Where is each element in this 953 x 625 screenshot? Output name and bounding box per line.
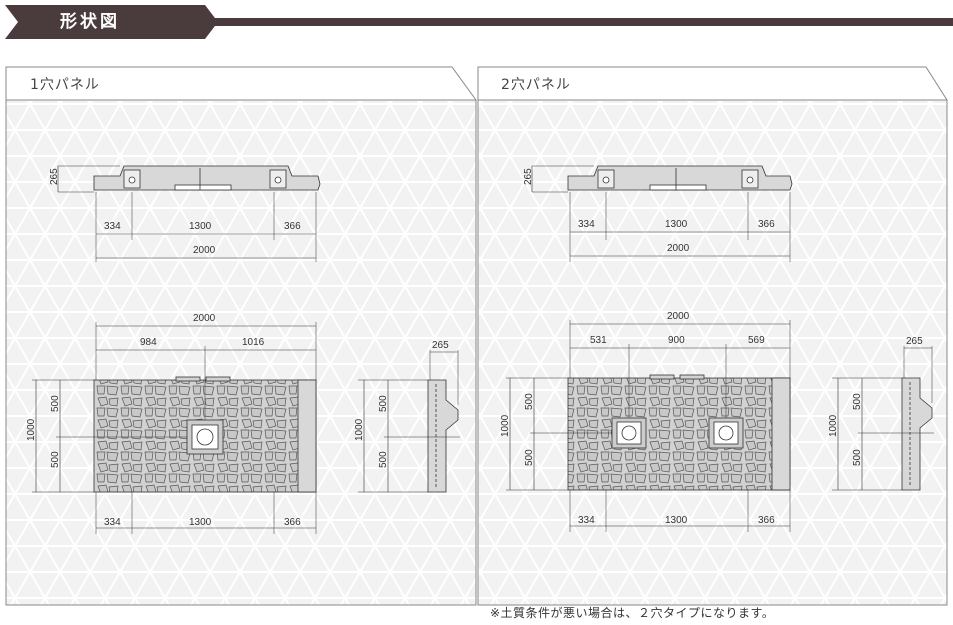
plan-view-2hole	[506, 320, 791, 532]
plan-top-label: 500	[524, 393, 535, 410]
plan-right-label: 569	[748, 335, 765, 346]
plan-bottom-label: 500	[524, 449, 535, 466]
end-top-label: 500	[852, 393, 863, 410]
plan-b-right-label: 366	[284, 517, 301, 528]
plan-b-left-label: 334	[578, 515, 595, 526]
side-height-label: 265	[49, 168, 60, 185]
plan-left-label: 984	[140, 337, 157, 348]
end-height-label: 1000	[828, 414, 839, 437]
side-right-label: 366	[758, 219, 775, 230]
plan-view-1hole	[32, 322, 317, 534]
plan-left-label: 531	[590, 335, 607, 346]
side-left-label: 334	[104, 221, 121, 232]
end-bottom-label: 500	[378, 451, 389, 468]
plan-b-middle-label: 1300	[665, 515, 688, 526]
footnote: ※土質条件が悪い場合は、２穴タイプになります。	[490, 606, 775, 620]
plan-total-label: 2000	[667, 311, 690, 322]
end-width-label: 265	[906, 336, 923, 347]
side-total-label: 2000	[667, 243, 690, 254]
plan-b-left-label: 334	[104, 517, 121, 528]
plan-top-label: 500	[50, 395, 61, 412]
section-title: 形状図	[60, 12, 120, 32]
side-view-1hole	[57, 165, 321, 262]
section-header	[5, 5, 953, 39]
plan-middle-label: 900	[668, 335, 685, 346]
end-height-label: 1000	[354, 418, 365, 441]
end-view-2hole	[832, 346, 934, 491]
plan-height-label: 1000	[500, 414, 511, 437]
plan-b-middle-label: 1300	[189, 517, 212, 528]
end-top-label: 500	[378, 395, 389, 412]
end-view-1hole	[358, 350, 460, 493]
side-total-label: 2000	[193, 245, 216, 256]
plan-b-right-label: 366	[758, 515, 775, 526]
plan-right-label: 1016	[242, 337, 265, 348]
plan-total-label: 2000	[193, 313, 216, 324]
side-view-2hole	[531, 165, 793, 262]
side-left-label: 334	[578, 219, 595, 230]
side-height-label: 265	[523, 168, 534, 185]
side-right-label: 366	[284, 221, 301, 232]
panel-title-2hole: 2穴パネル	[501, 77, 571, 93]
plan-bottom-label: 500	[50, 451, 61, 468]
plan-height-label: 1000	[26, 418, 37, 441]
end-width-label: 265	[432, 340, 449, 351]
end-bottom-label: 500	[852, 449, 863, 466]
panel-title-1hole: 1穴パネル	[30, 77, 100, 93]
side-middle-label: 1300	[665, 219, 688, 230]
side-middle-label: 1300	[189, 221, 212, 232]
